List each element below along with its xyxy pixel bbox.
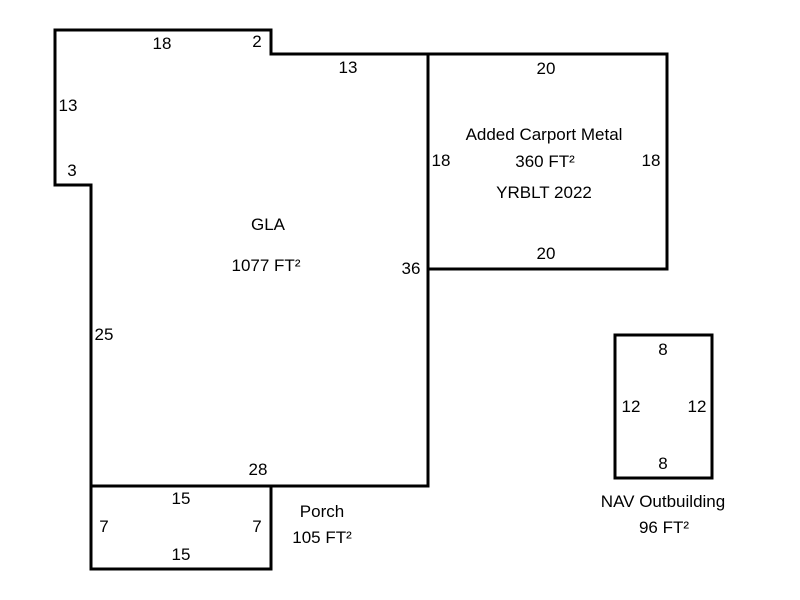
gla-dim-notch-top: 2 (252, 32, 262, 51)
gla-dim-notch-left: 3 (67, 161, 77, 180)
porch-dim-right: 7 (252, 517, 262, 536)
gla-name: GLA (250, 215, 286, 234)
carport-dim-right: 18 (641, 151, 661, 170)
outbuilding-dim-right: 12 (687, 397, 707, 416)
carport-dim-left: 18 (431, 151, 451, 170)
gla-dim-right: 36 (401, 259, 421, 278)
carport-name: Added Carport Metal (465, 125, 623, 144)
gla-dim-top-left: 18 (152, 34, 172, 53)
carport-dim-top: 20 (536, 59, 556, 78)
porch-dim-left: 7 (99, 517, 109, 536)
outbuilding-area: 96 FT² (638, 518, 690, 537)
carport-area: 360 FT² (515, 152, 575, 171)
porch-area: 105 FT² (292, 528, 352, 547)
carport-outline (426, 52, 669, 271)
outbuilding-dim-top: 8 (658, 340, 668, 359)
carport-year-built: YRBLT 2022 (496, 183, 592, 202)
gla-dim-left-lower: 25 (94, 325, 114, 344)
carport-dim-bottom: 20 (536, 244, 556, 263)
porch-name: Porch (299, 502, 345, 521)
outbuilding-outline (613, 333, 714, 480)
gla-area: 1077 FT² (231, 256, 301, 275)
gla-dim-bottom: 28 (248, 460, 268, 479)
outbuilding-name: NAV Outbuilding (600, 492, 726, 511)
outbuilding-dim-bottom: 8 (658, 454, 668, 473)
gla-dim-left-upper: 13 (58, 96, 78, 115)
porch-dim-bottom: 15 (171, 545, 191, 564)
gla-dim-top-right: 13 (338, 58, 358, 77)
outbuilding-dim-left: 12 (621, 397, 641, 416)
porch-outline (89, 484, 273, 571)
gla-outline (53, 28, 430, 488)
porch-dim-top: 15 (171, 489, 191, 508)
